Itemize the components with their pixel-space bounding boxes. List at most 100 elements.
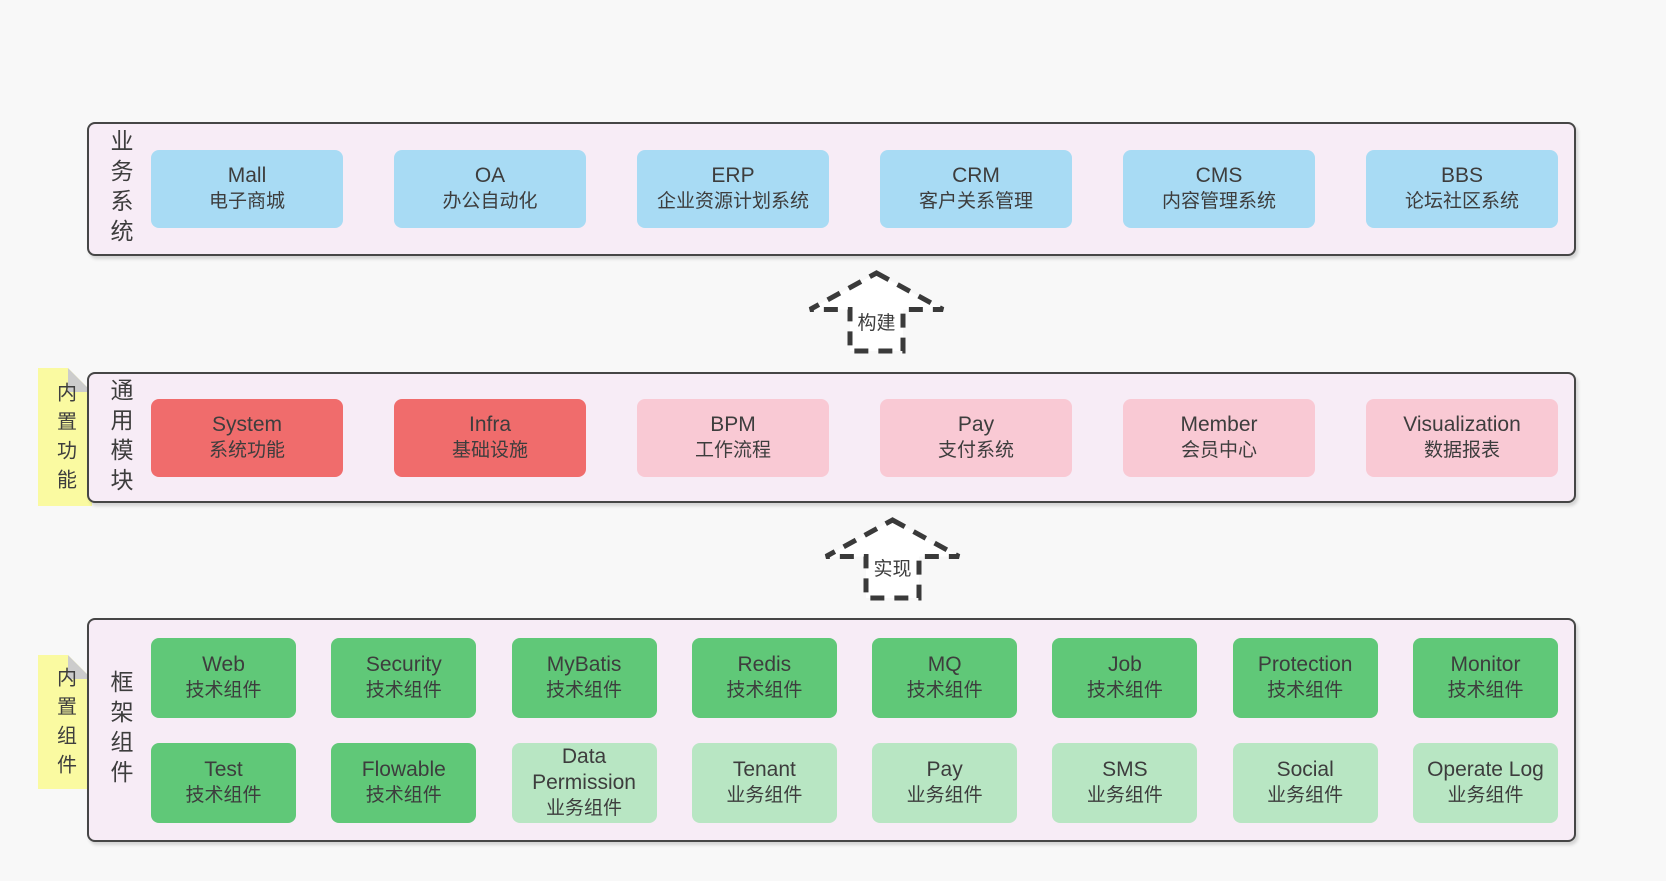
box-title: Data Permission [532,744,636,794]
box-system: System 系统功能 [151,398,343,477]
box-title: Tenant [732,757,796,781]
box-title: BBS [1440,164,1484,187]
box-oa: OA 办公自动化 [394,150,586,228]
box-title: Social [1276,757,1334,781]
box-data-permission: Data Permission 业务组件 [511,742,657,823]
box-mall: Mall 电子商城 [151,150,343,228]
box-pay-module: Pay 支付系统 [880,398,1072,477]
box-subtitle: 支付系统 [937,439,1014,461]
box-redis: Redis 技术组件 [691,637,837,718]
box-subtitle: 论坛社区系统 [1404,191,1519,212]
box-title: Operate Log [1427,757,1544,781]
box-infra: Infra 基础设施 [394,398,586,477]
framework-row-1: Web 技术组件 Security 技术组件 MyBatis 技术组件 Redi… [151,637,1558,718]
box-title: SMS [1102,757,1148,781]
box-mq: MQ 技术组件 [872,637,1018,718]
framework-components-panel: 框架组件 Web 技术组件 Security 技术组件 MyBatis 技术组件… [87,618,1576,842]
business-systems-panel: 业务系统 Mall 电子商城 OA 办公自动化 ERP 企业资源计划系统 CRM… [87,122,1576,256]
box-subtitle: 业务组件 [906,784,983,806]
box-bbs: BBS 论坛社区系统 [1366,150,1558,228]
sticky-note-builtin-components: 内置组件 [38,655,92,789]
arrow-implement: 实现 [822,515,963,603]
box-subtitle: 技术组件 [185,784,262,806]
box-title: Web [202,652,245,676]
box-bpm: BPM 工作流程 [637,398,829,477]
business-panel-body: Mall 电子商城 OA 办公自动化 ERP 企业资源计划系统 CRM 客户关系… [151,124,1574,254]
box-subtitle: 技术组件 [1267,679,1344,701]
box-pay-component: Pay 业务组件 [872,742,1018,823]
sticky-label: 内置功能 [53,382,76,498]
box-subtitle: 技术组件 [546,679,623,701]
box-operate-log: Operate Log 业务组件 [1412,742,1558,823]
framework-panel-body: Web 技术组件 Security 技术组件 MyBatis 技术组件 Redi… [151,620,1574,840]
box-subtitle: 技术组件 [185,679,262,701]
panel-label-framework: 框架组件 [107,670,133,790]
box-erp: ERP 企业资源计划系统 [637,150,829,228]
box-subtitle: 数据报表 [1423,439,1500,461]
sticky-label: 内置组件 [53,667,76,783]
box-subtitle: 技术组件 [365,679,442,701]
box-title: Protection [1257,652,1353,676]
modules-row: System 系统功能 Infra 基础设施 BPM 工作流程 Pay 支付系统… [151,398,1558,477]
box-web: Web 技术组件 [151,637,296,718]
arrow-build-label: 构建 [853,307,900,336]
box-title: System [211,412,282,436]
box-title: CRM [952,164,1000,187]
box-subtitle: 电子商城 [208,191,285,212]
box-subtitle: 技术组件 [1086,679,1163,701]
box-title: ERP [711,164,755,187]
panel-label-business: 业务系统 [107,129,133,249]
box-visualization: Visualization 数据报表 [1366,398,1558,477]
box-subtitle: 业务组件 [1086,784,1163,806]
box-title: Security [365,652,442,676]
box-subtitle: 技术组件 [1447,679,1524,701]
box-title: Redis [737,652,792,676]
box-title: Mall [227,164,267,187]
box-subtitle: 内容管理系统 [1161,191,1276,212]
box-subtitle: 业务组件 [726,784,803,806]
box-title: CMS [1195,164,1243,187]
framework-row-2: Test 技术组件 Flowable 技术组件 Data Permission … [151,742,1558,823]
box-title: Pay [926,757,963,781]
box-sms: SMS 业务组件 [1052,742,1198,823]
box-subtitle: 业务组件 [1267,784,1344,806]
box-title: Test [204,757,243,781]
box-title: Job [1107,652,1142,676]
box-subtitle: 业务组件 [546,797,623,819]
box-title: MQ [927,652,962,676]
box-subtitle: 技术组件 [726,679,803,701]
box-protection: Protection 技术组件 [1232,637,1378,718]
box-flowable: Flowable 技术组件 [331,742,477,823]
box-subtitle: 系统功能 [208,439,285,461]
box-social: Social 业务组件 [1232,742,1378,823]
box-title: MyBatis [546,652,622,676]
box-crm: CRM 客户关系管理 [880,150,1072,228]
box-subtitle: 基础设施 [451,439,528,461]
box-title: OA [474,164,506,187]
box-title: Flowable [361,757,446,781]
panel-label-modules: 通用模块 [107,377,133,498]
box-subtitle: 办公自动化 [442,191,538,212]
box-subtitle: 技术组件 [906,679,983,701]
box-subtitle: 客户关系管理 [918,191,1033,212]
box-subtitle: 企业资源计划系统 [656,191,809,212]
modules-panel-body: System 系统功能 Infra 基础设施 BPM 工作流程 Pay 支付系统… [151,374,1574,501]
box-test: Test 技术组件 [151,742,296,823]
box-subtitle: 会员中心 [1180,439,1257,461]
box-subtitle: 业务组件 [1447,784,1524,806]
box-title: Visualization [1403,412,1521,436]
box-subtitle: 工作流程 [694,439,771,461]
box-title: Infra [468,412,512,436]
box-title: Monitor [1450,652,1521,676]
box-title: Member [1180,412,1258,436]
box-member: Member 会员中心 [1123,398,1315,477]
box-mybatis: MyBatis 技术组件 [511,637,657,718]
box-title: BPM [710,412,756,436]
arrow-implement-label: 实现 [869,553,916,582]
arrow-build: 构建 [806,269,947,355]
box-subtitle: 技术组件 [365,784,442,806]
box-security: Security 技术组件 [331,637,477,718]
box-cms: CMS 内容管理系统 [1123,150,1315,228]
box-job: Job 技术组件 [1052,637,1198,718]
box-title: Pay [957,412,995,436]
